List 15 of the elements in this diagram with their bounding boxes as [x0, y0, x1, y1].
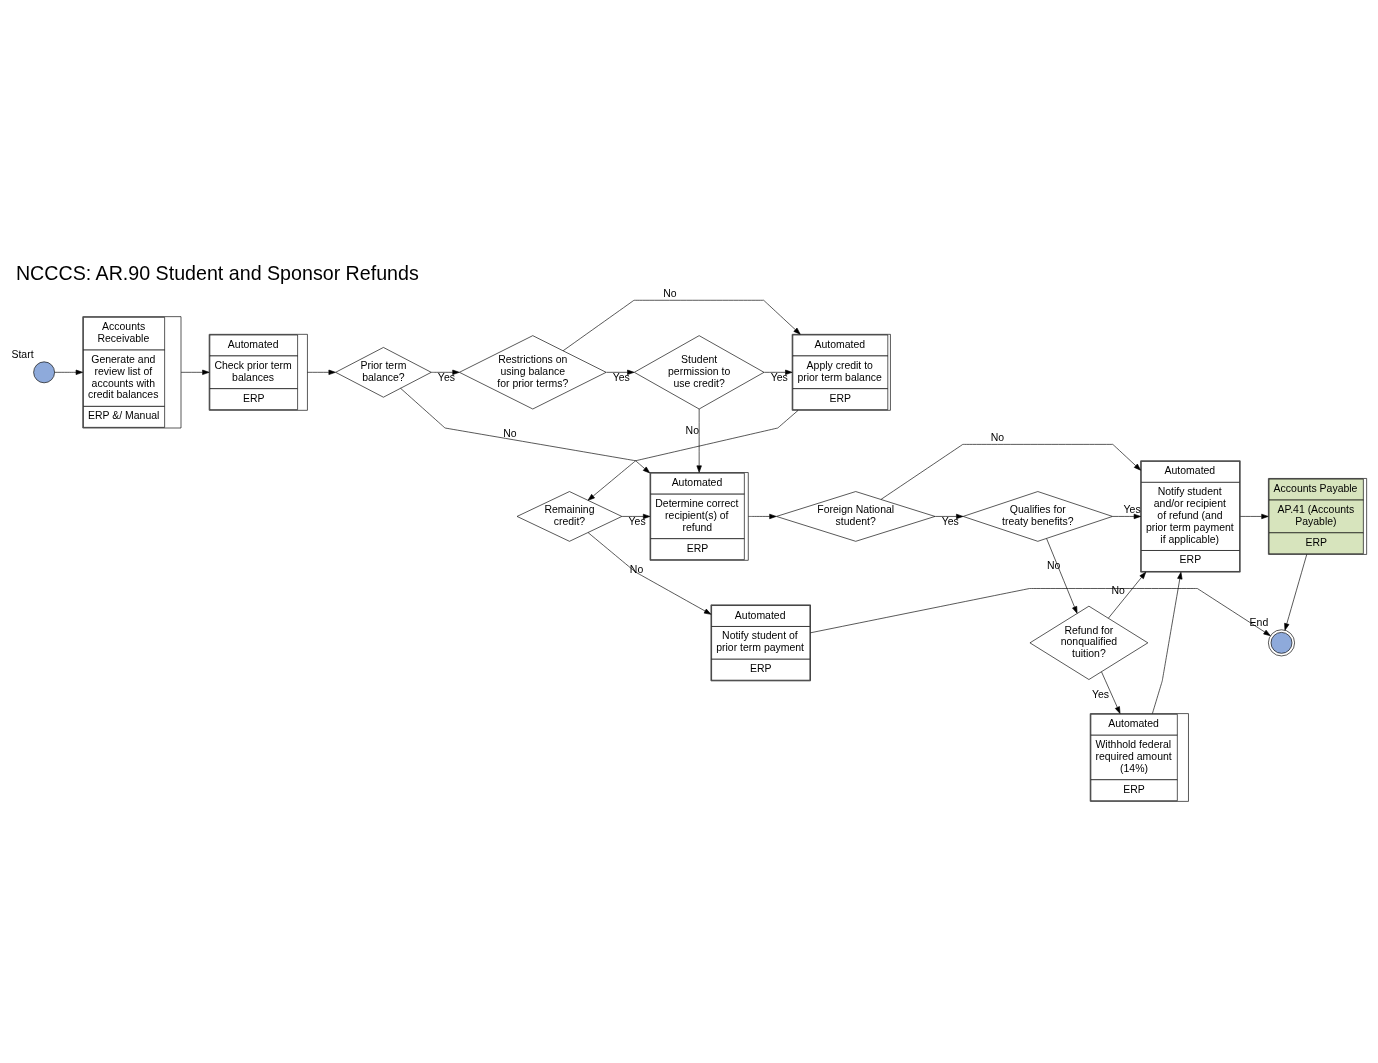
edge-label: No — [1046, 560, 1061, 572]
edge-label: No — [990, 431, 1005, 443]
edge-label: No — [685, 424, 699, 436]
edge-label: No — [629, 564, 644, 576]
edge-label: Yes — [437, 371, 455, 383]
edge-label: Yes — [770, 371, 788, 383]
edge-label: Yes — [1092, 688, 1110, 700]
edge-label: Yes — [941, 515, 959, 527]
node-label: Start — [11, 349, 34, 361]
edge-label: Yes — [628, 515, 646, 527]
edge-label: No — [503, 427, 517, 439]
node-label: End — [1249, 617, 1269, 629]
edge-label: No — [663, 287, 677, 299]
diagram-title: NCCCS: AR.90 Student and Sponsor Refunds — [15, 261, 419, 284]
edge-label: Yes — [612, 371, 630, 383]
